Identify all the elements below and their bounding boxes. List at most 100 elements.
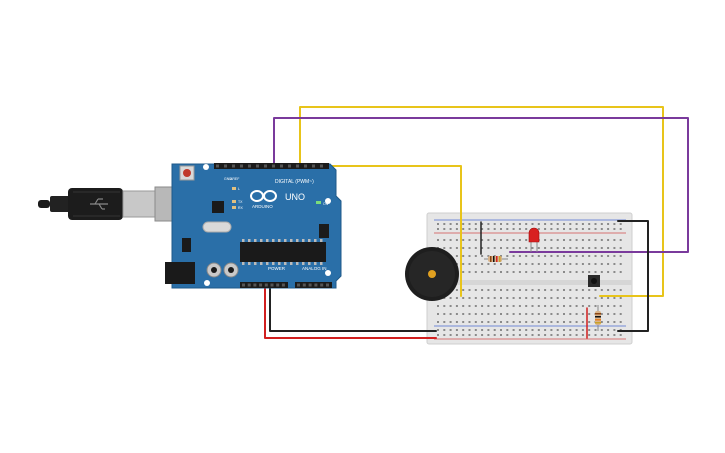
breadboard-hole[interactable] (512, 313, 515, 315)
breadboard-hole[interactable] (500, 289, 502, 291)
breadboard-hole[interactable] (531, 289, 534, 291)
breadboard-hole[interactable] (594, 289, 597, 291)
breadboard-hole[interactable] (531, 334, 534, 336)
breadboard-hole[interactable] (619, 313, 622, 315)
breadboard-hole[interactable] (474, 321, 477, 323)
breadboard-hole[interactable] (474, 271, 477, 273)
breadboard-hole[interactable] (487, 305, 490, 307)
breadboard-hole[interactable] (518, 334, 521, 336)
breadboard-hole[interactable] (443, 239, 446, 241)
breadboard-hole[interactable] (512, 334, 515, 336)
breadboard-hole[interactable] (493, 263, 496, 265)
header-pin[interactable] (256, 164, 259, 168)
header-pin[interactable] (302, 283, 306, 287)
breadboard-hole[interactable] (537, 297, 540, 299)
breadboard-hole[interactable] (474, 329, 477, 331)
breadboard-hole[interactable] (607, 334, 610, 336)
breadboard-hole[interactable] (600, 255, 603, 257)
breadboard-hole[interactable] (531, 271, 534, 273)
breadboard-hole[interactable] (462, 329, 465, 331)
breadboard-hole[interactable] (550, 321, 553, 323)
breadboard-hole[interactable] (607, 313, 610, 315)
breadboard-hole[interactable] (468, 321, 471, 323)
breadboard-hole[interactable] (550, 239, 553, 241)
breadboard-hole[interactable] (493, 239, 496, 241)
breadboard-hole[interactable] (500, 228, 502, 230)
breadboard-hole[interactable] (487, 321, 490, 323)
breadboard-hole[interactable] (588, 255, 591, 257)
breadboard-hole[interactable] (437, 334, 439, 336)
breadboard-hole[interactable] (556, 228, 559, 230)
breadboard-hole[interactable] (512, 223, 515, 225)
breadboard-hole[interactable] (525, 239, 528, 241)
breadboard-hole[interactable] (500, 334, 502, 336)
breadboard-hole[interactable] (544, 297, 547, 299)
breadboard-hole[interactable] (550, 329, 553, 331)
breadboard-hole[interactable] (575, 329, 578, 331)
breadboard-hole[interactable] (619, 239, 622, 241)
breadboard-hole[interactable] (588, 305, 591, 307)
breadboard-hole[interactable] (481, 289, 484, 291)
breadboard-hole[interactable] (600, 321, 603, 323)
breadboard-hole[interactable] (468, 255, 471, 257)
breadboard-hole[interactable] (594, 239, 597, 241)
breadboard-hole[interactable] (588, 223, 591, 225)
breadboard-hole[interactable] (500, 239, 502, 241)
breadboard-hole[interactable] (455, 239, 458, 241)
breadboard-hole[interactable] (544, 223, 547, 225)
breadboard-hole[interactable] (474, 305, 477, 307)
breadboard-hole[interactable] (474, 263, 477, 265)
header-pin[interactable] (326, 283, 329, 287)
breadboard-hole[interactable] (525, 247, 528, 249)
breadboard-hole[interactable] (455, 255, 458, 257)
breadboard-hole[interactable] (531, 255, 534, 257)
breadboard-hole[interactable] (481, 263, 484, 265)
breadboard-hole[interactable] (481, 297, 484, 299)
breadboard-hole[interactable] (575, 289, 578, 291)
breadboard-hole[interactable] (518, 228, 521, 230)
breadboard-hole[interactable] (493, 289, 496, 291)
breadboard-hole[interactable] (581, 228, 584, 230)
breadboard-hole[interactable] (506, 334, 509, 336)
breadboard-hole[interactable] (506, 321, 509, 323)
breadboard-hole[interactable] (500, 321, 502, 323)
breadboard-hole[interactable] (506, 228, 509, 230)
breadboard-hole[interactable] (607, 321, 610, 323)
breadboard-hole[interactable] (563, 223, 565, 225)
breadboard-hole[interactable] (550, 271, 553, 273)
breadboard-hole[interactable] (481, 329, 484, 331)
wire-red-5v[interactable] (264, 287, 437, 339)
breadboard-hole[interactable] (550, 223, 553, 225)
breadboard-hole[interactable] (537, 289, 540, 291)
breadboard-hole[interactable] (481, 239, 484, 241)
breadboard-hole[interactable] (443, 329, 446, 331)
breadboard-hole[interactable] (575, 247, 578, 249)
breadboard-hole[interactable] (581, 263, 584, 265)
breadboard-hole[interactable] (607, 263, 610, 265)
breadboard-hole[interactable] (525, 228, 528, 230)
breadboard-hole[interactable] (581, 297, 584, 299)
breadboard-hole[interactable] (531, 263, 534, 265)
breadboard-hole[interactable] (525, 289, 528, 291)
breadboard-hole[interactable] (581, 321, 584, 323)
breadboard-hole[interactable] (575, 271, 578, 273)
breadboard-hole[interactable] (544, 239, 547, 241)
breadboard-hole[interactable] (575, 223, 578, 225)
breadboard-hole[interactable] (506, 263, 509, 265)
breadboard-hole[interactable] (607, 255, 610, 257)
breadboard-hole[interactable] (581, 223, 584, 225)
breadboard-hole[interactable] (455, 228, 458, 230)
breadboard-hole[interactable] (437, 305, 439, 307)
breadboard-hole[interactable] (437, 239, 439, 241)
breadboard-hole[interactable] (569, 305, 572, 307)
breadboard-hole[interactable] (613, 223, 616, 225)
breadboard-hole[interactable] (487, 334, 490, 336)
breadboard-hole[interactable] (531, 247, 534, 249)
breadboard-hole[interactable] (575, 255, 578, 257)
breadboard-hole[interactable] (462, 247, 465, 249)
breadboard-hole[interactable] (600, 305, 603, 307)
breadboard-hole[interactable] (556, 247, 559, 249)
breadboard-hole[interactable] (443, 305, 446, 307)
arduino-uno[interactable]: DIGITAL (PWM~) AREF GND UNO ARDUINO L TX… (165, 163, 342, 289)
breadboard-hole[interactable] (588, 263, 591, 265)
